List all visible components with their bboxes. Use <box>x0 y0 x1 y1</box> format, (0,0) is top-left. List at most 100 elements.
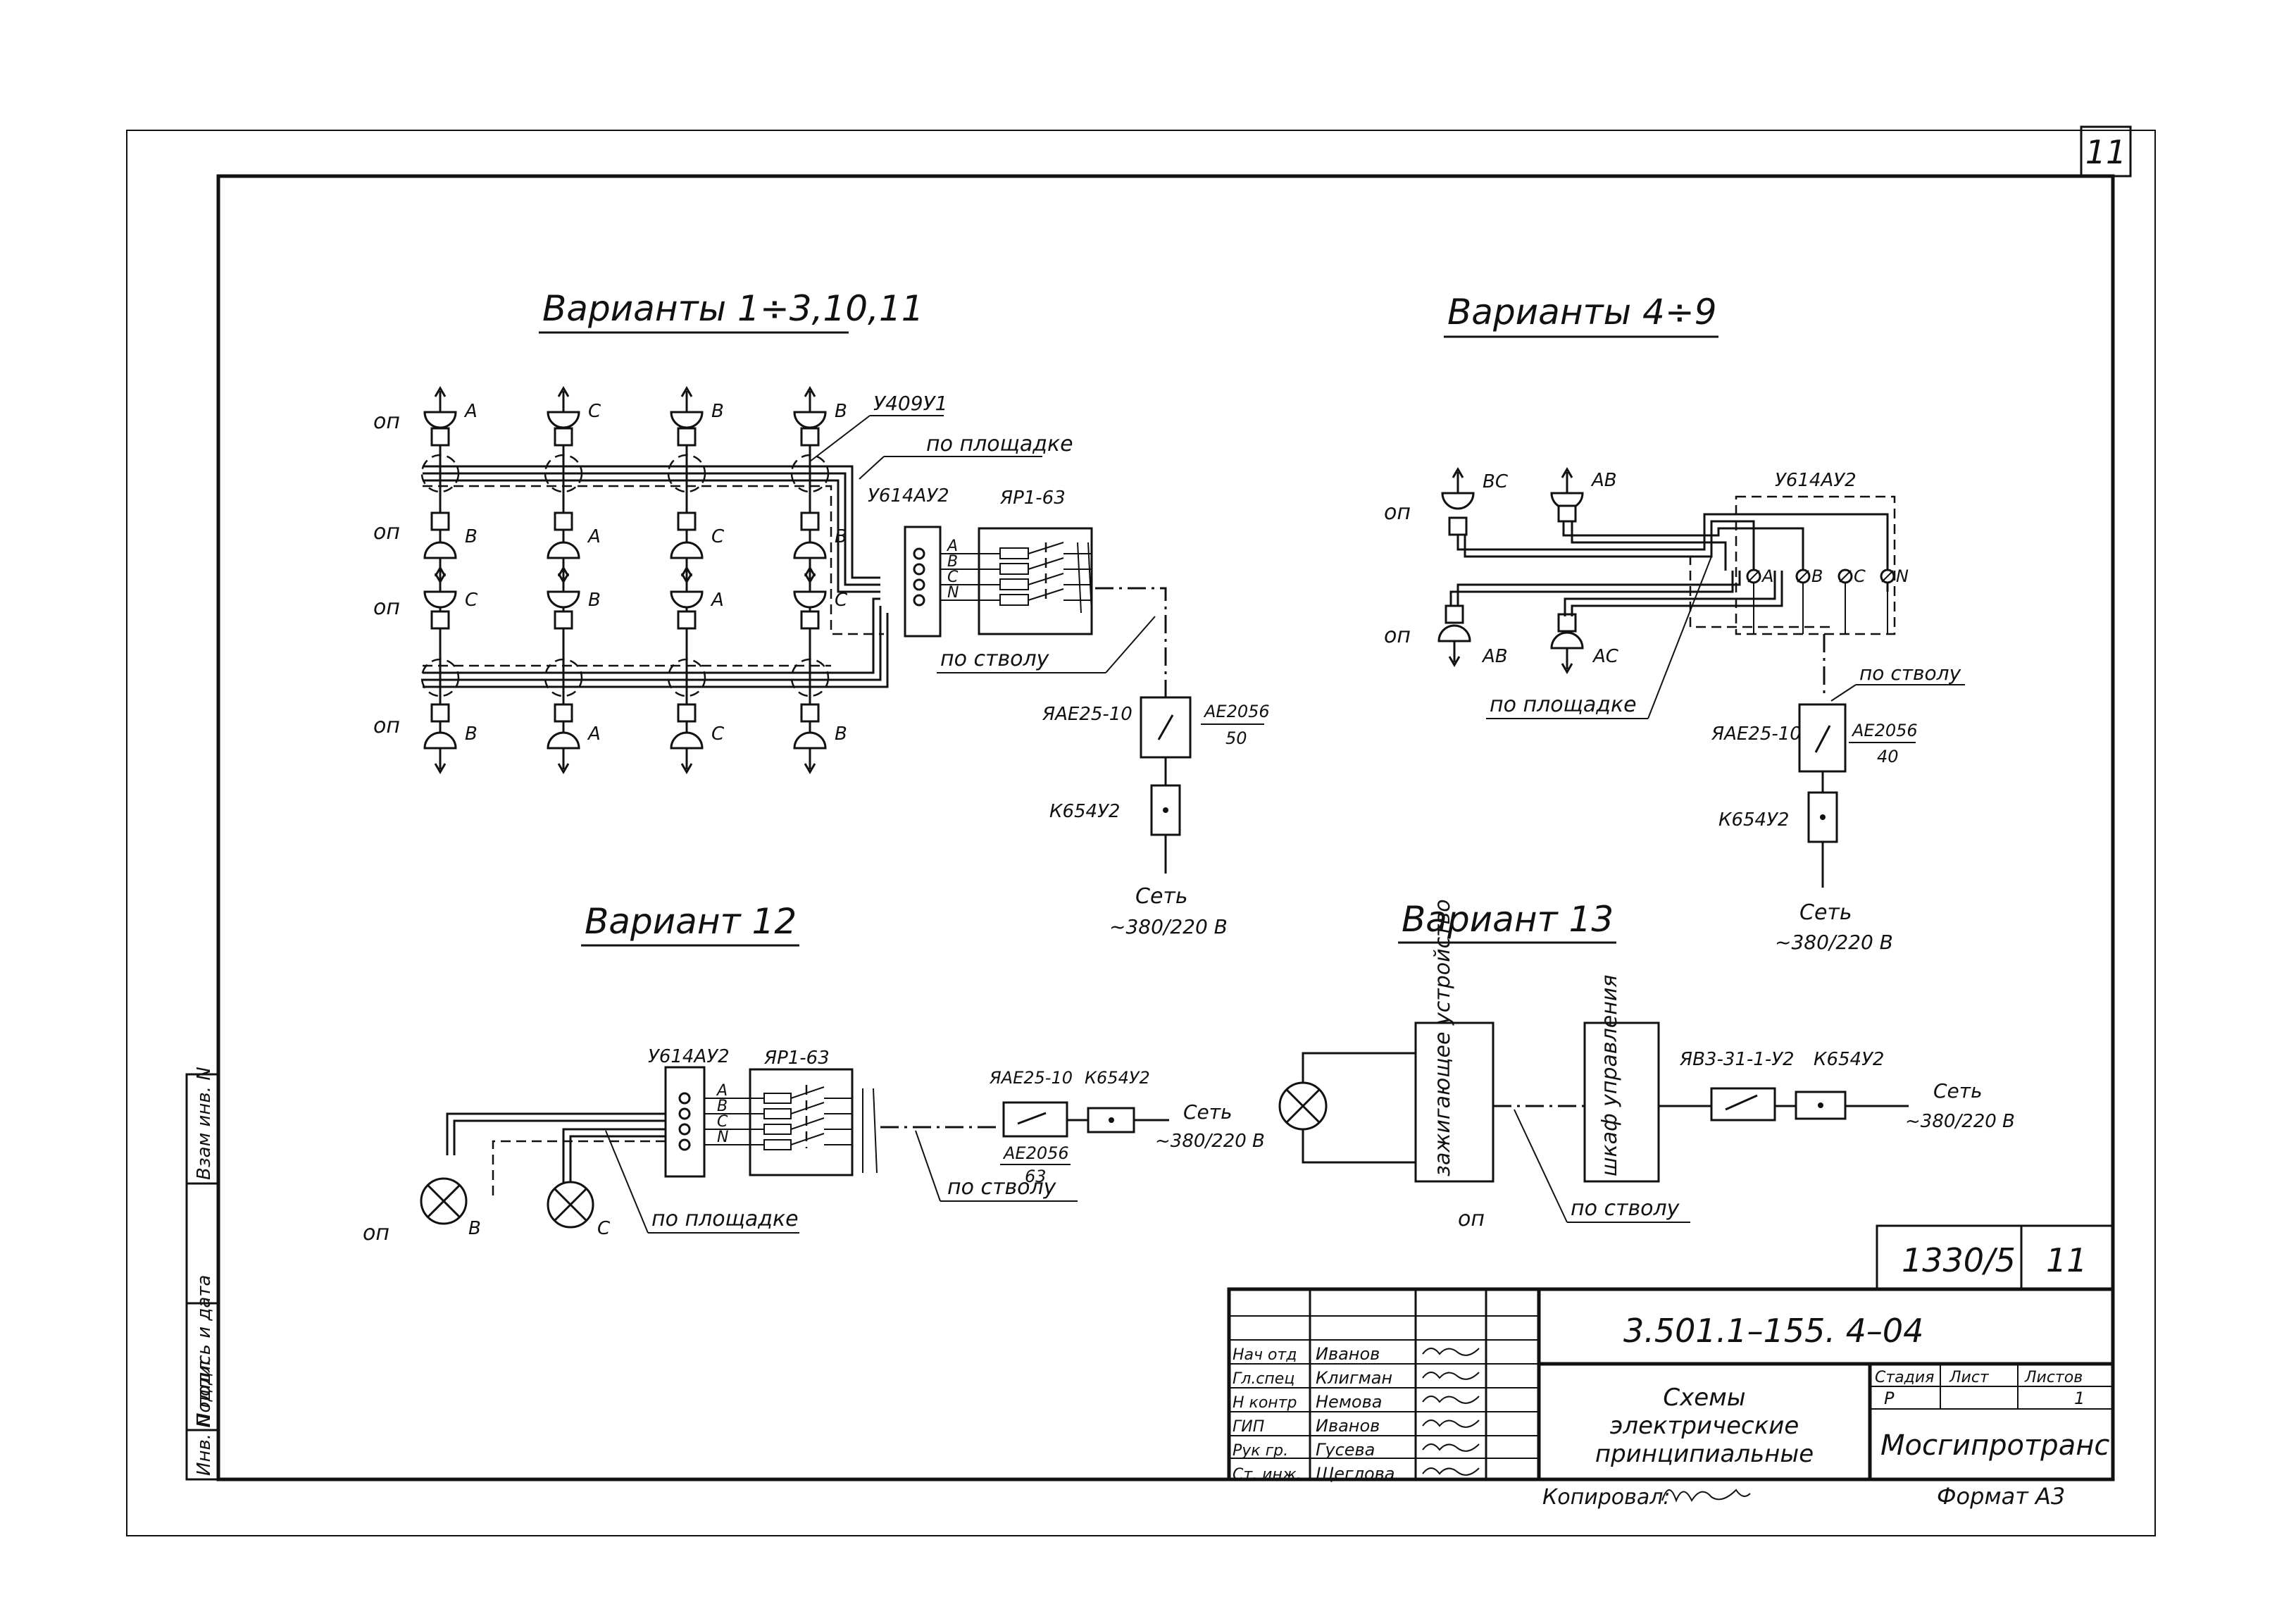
doc-code: 3.501.1–155. 4–04 <box>1623 1312 1923 1350</box>
v1-bus-lower <box>423 597 889 688</box>
phase-label: A <box>587 526 601 547</box>
v4-trunk-label: по стволу <box>1859 661 1961 685</box>
luminaire-icon <box>670 566 704 609</box>
terminal-icon <box>913 547 925 560</box>
signature-mark <box>1422 1419 1480 1428</box>
terminal-icon <box>913 578 925 591</box>
v1-op-label-4: оп <box>373 714 400 738</box>
side-label-replace: Взам инв. N <box>194 1067 215 1180</box>
v13-title: Вариант 13 <box>1402 899 1614 940</box>
phase-label: C <box>465 590 478 611</box>
v4-ae-label: АЕ2056 <box>1851 721 1918 740</box>
fuse-icon <box>430 511 450 531</box>
v13-ignition-label: зажигающее устройство <box>1430 899 1455 1176</box>
v1-bus-upper <box>423 465 880 593</box>
phase-label: B <box>465 526 478 547</box>
terminal-icon <box>678 1123 691 1136</box>
phase-label: B <box>465 723 478 745</box>
v1-site-label: по площадке <box>926 432 1073 456</box>
v1-trunk-line <box>1095 587 1167 697</box>
phase-label: АВ <box>1590 470 1617 491</box>
fuse-icon <box>1445 604 1464 624</box>
terminal-label: N <box>947 584 959 602</box>
stamp-role: Н контр <box>1233 1394 1297 1412</box>
fuse-icon <box>430 703 450 723</box>
v1-op-label-2: оп <box>373 520 400 545</box>
phase-label: C <box>711 526 725 547</box>
junction-icon <box>790 658 830 697</box>
luminaire-icon <box>1550 467 1584 510</box>
luminaire-icon <box>793 731 827 774</box>
v12-breaker-label: ЯР1-63 <box>763 1048 830 1069</box>
luminaire-icon <box>1437 624 1471 667</box>
fuse-icon <box>430 610 450 630</box>
terminal-label: A <box>946 538 958 555</box>
v1-yae-label: ЯАЕ25-10 <box>1042 704 1133 725</box>
terminal-icon <box>913 594 925 607</box>
terminal-icon <box>678 1092 691 1105</box>
junction-icon <box>790 454 830 493</box>
v1-voltage: ~380/220 В <box>1109 915 1228 938</box>
fuse-icon <box>800 703 820 723</box>
v12-k-label: К654У2 <box>1085 1068 1150 1088</box>
v13-yav-box <box>1710 1087 1776 1122</box>
luminaire-icon <box>423 566 457 609</box>
v12-net-label: Сеть <box>1183 1100 1233 1124</box>
luminaire-icon <box>793 566 827 609</box>
title-line-2: электрические <box>1610 1412 1799 1440</box>
signature-mark <box>1422 1467 1480 1476</box>
page-number-box <box>2080 125 2132 178</box>
signature-mark <box>1422 1348 1480 1356</box>
phase-label: A <box>710 590 724 611</box>
v4-op-label-1: оп <box>1384 500 1411 525</box>
fuse-icon <box>554 610 573 630</box>
v12-box-label: У614АУ2 <box>648 1046 730 1067</box>
v4-yae-label: ЯАЕ25-10 <box>1711 723 1802 745</box>
fuse-icon <box>1557 504 1577 523</box>
fuse-icon <box>554 427 573 447</box>
stamp-role: Гл.спец <box>1233 1370 1294 1388</box>
v13-trunk-label: по стволу <box>1571 1196 1680 1221</box>
format-label: Формат А3 <box>1937 1483 2065 1510</box>
stage-value: Р <box>1884 1389 1895 1408</box>
phase-label: B <box>835 401 847 422</box>
v12-breaker-block <box>749 1068 854 1176</box>
stamp-frame <box>1227 1287 2115 1481</box>
junction-icon <box>667 658 706 697</box>
terminal-label: C <box>947 569 959 586</box>
v13-op-label: оп <box>1458 1207 1485 1231</box>
v1-op-label-3: оп <box>373 595 400 620</box>
organization: Мосгипротранс <box>1880 1429 2109 1462</box>
inner-border <box>216 174 2115 1481</box>
phase-label: АС <box>1592 646 1619 667</box>
v12-ae-rating: 63 <box>1025 1167 1047 1186</box>
stamp-name: Немова <box>1316 1392 1382 1412</box>
fuse-icon <box>554 511 573 531</box>
v13-k-label: К654У2 <box>1814 1049 1884 1070</box>
luminaire-icon <box>1550 631 1584 674</box>
fuse-icon <box>677 703 697 723</box>
v12-box-u614 <box>664 1066 706 1178</box>
signature-mark <box>1422 1396 1480 1404</box>
luminaire-icon <box>423 731 457 774</box>
stamp-name: Иванов <box>1316 1416 1380 1436</box>
v12-site-label: по площадке <box>651 1207 799 1231</box>
luminaire-icon <box>793 386 827 429</box>
fuse-icon <box>554 703 573 723</box>
terminal-label: N <box>717 1129 728 1146</box>
stamp-name: Гусева <box>1316 1440 1375 1460</box>
side-label-sign: Подпись и дата <box>194 1275 215 1427</box>
title-line-3: принципиальные <box>1595 1440 1814 1468</box>
stamp-role: Нач отд <box>1233 1346 1297 1364</box>
outer-border <box>126 130 2156 1536</box>
phase-label: B <box>711 401 724 422</box>
v4-box-label: У614АУ2 <box>1775 470 1857 491</box>
v1-k-label: К654У2 <box>1049 801 1120 822</box>
